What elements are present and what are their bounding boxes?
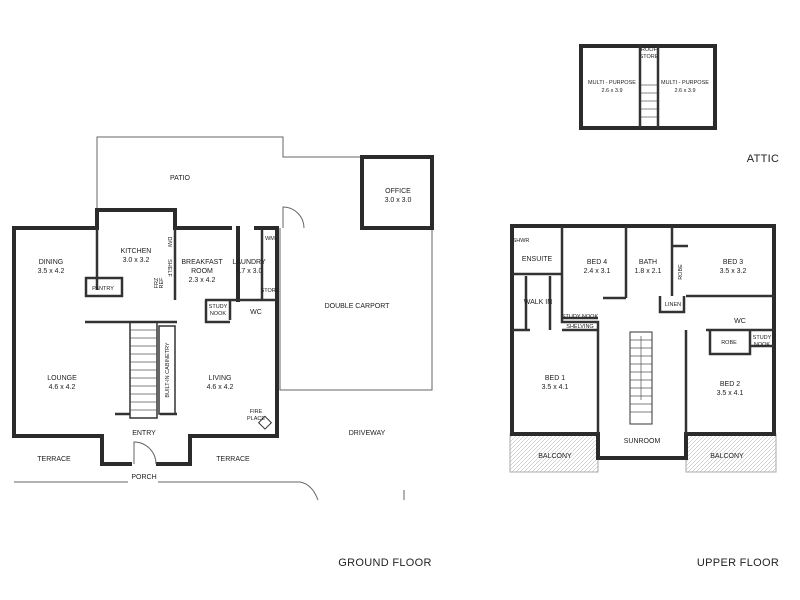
builtin-cabinetry-label: BUILT-IN CABINETRY <box>165 342 171 397</box>
office-label: OFFICE <box>385 188 411 195</box>
living-dims: 4.6 x 4.2 <box>207 384 234 391</box>
walk-in-label: WALK IN <box>524 299 553 306</box>
shwr-label: SHWR <box>513 238 530 244</box>
bed3-label: BED 3 <box>723 259 743 266</box>
ground-floor-plan: PATIO OFFICE 3.0 x 3.0 DINING 3.5 x 4.2 … <box>12 136 434 501</box>
frz-label: FRZ <box>154 277 160 288</box>
multi-purpose-right-label: MULTI - PURPOSE <box>661 80 709 86</box>
breakfast-label: BREAKFAST <box>181 259 223 266</box>
bed3-dims: 3.5 x 3.2 <box>720 268 747 275</box>
laundry-dims: 1.7 x 3.0 <box>236 268 263 275</box>
terrace-right-label: TERRACE <box>216 456 250 463</box>
kitchen-walls <box>95 208 177 230</box>
entry-door[interactable] <box>133 441 157 465</box>
shelf-label: SHELF <box>166 259 172 277</box>
path-outline <box>14 481 405 501</box>
driveway-label: DRIVEWAY <box>349 430 386 437</box>
cabinetry <box>158 325 176 415</box>
upper-stairs <box>629 331 653 425</box>
dining-label: DINING <box>39 259 64 266</box>
dw-label: D/W <box>166 237 172 249</box>
living-label: LIVING <box>209 375 232 382</box>
shelving-label: SHELVING <box>566 324 593 330</box>
multi-purpose-left-dims: 2.6 x 3.9 <box>601 88 622 94</box>
kitchen-dims: 3.0 x 3.2 <box>123 257 150 264</box>
multi-purpose-right-dims: 2.6 x 3.9 <box>674 88 695 94</box>
bed2-label: BED 2 <box>720 381 740 388</box>
bed1-dims: 3.5 x 4.1 <box>542 384 569 391</box>
balcony-left-label: BALCONY <box>538 453 572 460</box>
sunroom-label: SUNROOM <box>624 438 661 445</box>
roof-store-label-2: STORE <box>640 54 659 60</box>
bed1-walls <box>560 310 600 434</box>
porch-label: PORCH <box>131 474 156 481</box>
office-dims: 3.0 x 3.0 <box>385 197 412 204</box>
carport-outline <box>279 228 433 391</box>
robe-bed3-label: ROBE <box>678 264 684 280</box>
upper-inner-walls <box>603 226 774 434</box>
multi-purpose-left-label: MULTI - PURPOSE <box>588 80 636 86</box>
office-walls <box>360 155 434 230</box>
balcony-right-label: BALCONY <box>710 453 744 460</box>
fireplace-label-2: PLACE <box>247 416 265 422</box>
roof-store-label: ROOF <box>641 47 658 53</box>
attic-plan: ROOF STORE MULTI - PURPOSE 2.6 x 3.9 MUL… <box>579 44 717 130</box>
laundry-walls <box>173 228 277 324</box>
upper-wc-label: WC <box>734 318 746 325</box>
pantry-label: PANTRY <box>92 286 114 292</box>
study-nook-label-2: NOOK <box>210 311 227 317</box>
ref-label: REF <box>159 277 165 289</box>
study-nook-right-label-2: NOOK <box>754 342 771 348</box>
study-nook-left-label: STUDY NOOK <box>562 314 599 320</box>
double-carport-label: DOUBLE CARPORT <box>325 303 391 310</box>
kitchen-label: KITCHEN <box>121 248 152 255</box>
robe-bed2-label: ROBE <box>721 340 737 346</box>
bed1-label: BED 1 <box>545 375 565 382</box>
terrace-left-label: TERRACE <box>37 456 71 463</box>
ensuite-label: ENSUITE <box>522 256 553 263</box>
bed4-dims: 2.4 x 3.1 <box>584 268 611 275</box>
ground-stairs <box>129 321 158 419</box>
ground-inner-walls <box>12 226 240 302</box>
bed2-dims: 3.5 x 4.1 <box>717 390 744 397</box>
study-nook-right-label: STUDY <box>753 335 772 341</box>
lounge-label: LOUNGE <box>47 375 77 382</box>
bed4-label: BED 4 <box>587 259 607 266</box>
attic-inner-walls <box>638 46 660 128</box>
linen-label: LINEN <box>665 302 681 308</box>
ensuite-walkin-walls <box>512 226 564 332</box>
breakfast-dims: 2.3 x 4.2 <box>189 277 216 284</box>
breakfast-label-2: ROOM <box>191 268 213 275</box>
balcony-right-area <box>685 433 777 473</box>
upper-floor-title: UPPER FLOOR <box>697 557 779 569</box>
laundry-label: LAUNDRY <box>232 259 266 266</box>
patio-label: PATIO <box>170 175 191 182</box>
upper-floor-plan: SHWR ENSUITE WALK IN BED 4 2.4 x 3.1 BAT… <box>509 224 777 473</box>
lounge-dims: 4.6 x 4.2 <box>49 384 76 391</box>
bath-label: BATH <box>639 259 657 266</box>
ground-floor-title: GROUND FLOOR <box>338 557 431 569</box>
study-nook-label: STUDY <box>209 304 228 310</box>
dining-dims: 3.5 x 4.2 <box>38 268 65 275</box>
patio-outline <box>96 136 362 210</box>
attic-walls <box>579 44 717 130</box>
bath-dims: 1.8 x 2.1 <box>635 268 662 275</box>
wc-label: WC <box>250 309 262 316</box>
fireplace-icon <box>257 415 273 430</box>
stair-walls <box>85 320 177 416</box>
carport-door[interactable] <box>282 206 305 229</box>
entry-label: ENTRY <box>132 430 156 437</box>
attic-stairs <box>641 84 657 118</box>
fireplace-label: FIRE <box>250 409 263 415</box>
wm-label: WM <box>265 236 275 242</box>
store-label: STORE <box>261 288 280 294</box>
pantry-walls <box>84 228 124 298</box>
attic-title: ATTIC <box>747 153 779 165</box>
